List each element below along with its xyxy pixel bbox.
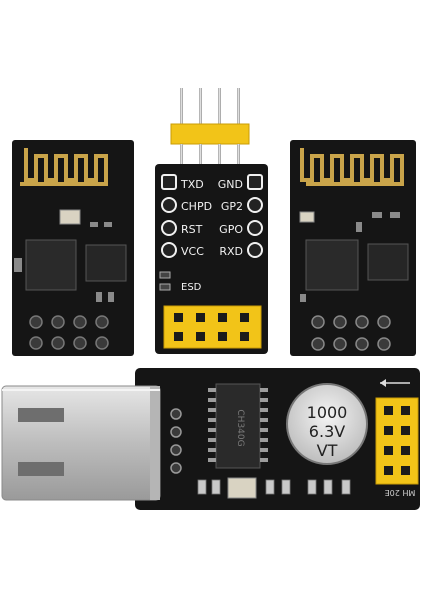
pin-label-chpd: CHPD	[181, 200, 212, 213]
pin-label-txd: TXD	[180, 178, 204, 191]
pin-label-rxd: RXD	[219, 245, 243, 258]
esp01-adapter-board: TXD CHPD RST VCC GND GP2 GPO RXD ESD	[155, 88, 268, 354]
pin-label-gp2: GP2	[221, 200, 243, 213]
crystal	[59, 209, 81, 225]
pin-label-vcc: VCC	[181, 245, 204, 258]
esd-label: ESD	[181, 282, 202, 293]
chip-marking: CH340G	[235, 409, 245, 446]
electrolytic-capacitor: 1000 6.3V VT	[286, 383, 368, 465]
cap-label-voltage: 6.3V	[309, 422, 345, 441]
pin-label-rst: RST	[181, 223, 203, 236]
male-pin-header	[170, 88, 250, 166]
usb-a-plug	[1, 385, 161, 501]
pcb-antenna-trace-left	[20, 148, 108, 186]
esp01-module-right	[290, 140, 416, 356]
crystal-oscillator	[227, 477, 257, 499]
ch340g-chip: CH340G	[208, 383, 268, 469]
pcb-antenna-trace-right	[300, 148, 404, 186]
female-header-socket	[163, 305, 262, 349]
board-edge-label: MH 20E	[385, 488, 416, 497]
esp8266-chip	[25, 239, 77, 291]
silkscreen-arrow	[380, 379, 410, 387]
esp01-module-left	[12, 140, 134, 356]
flash-chip	[85, 244, 127, 282]
usb-programmer-board: CH340G 1000 6.3V VT	[1, 368, 420, 510]
flash-chip-right	[367, 243, 409, 281]
cap-label-series: VT	[317, 441, 338, 460]
pin-label-gnd: GND	[218, 178, 243, 191]
esp8266-chip-right	[305, 239, 359, 291]
usb-programmer-socket	[375, 397, 419, 485]
pin-label-gpo: GPO	[219, 223, 243, 236]
cap-label-capacitance: 1000	[307, 403, 348, 422]
